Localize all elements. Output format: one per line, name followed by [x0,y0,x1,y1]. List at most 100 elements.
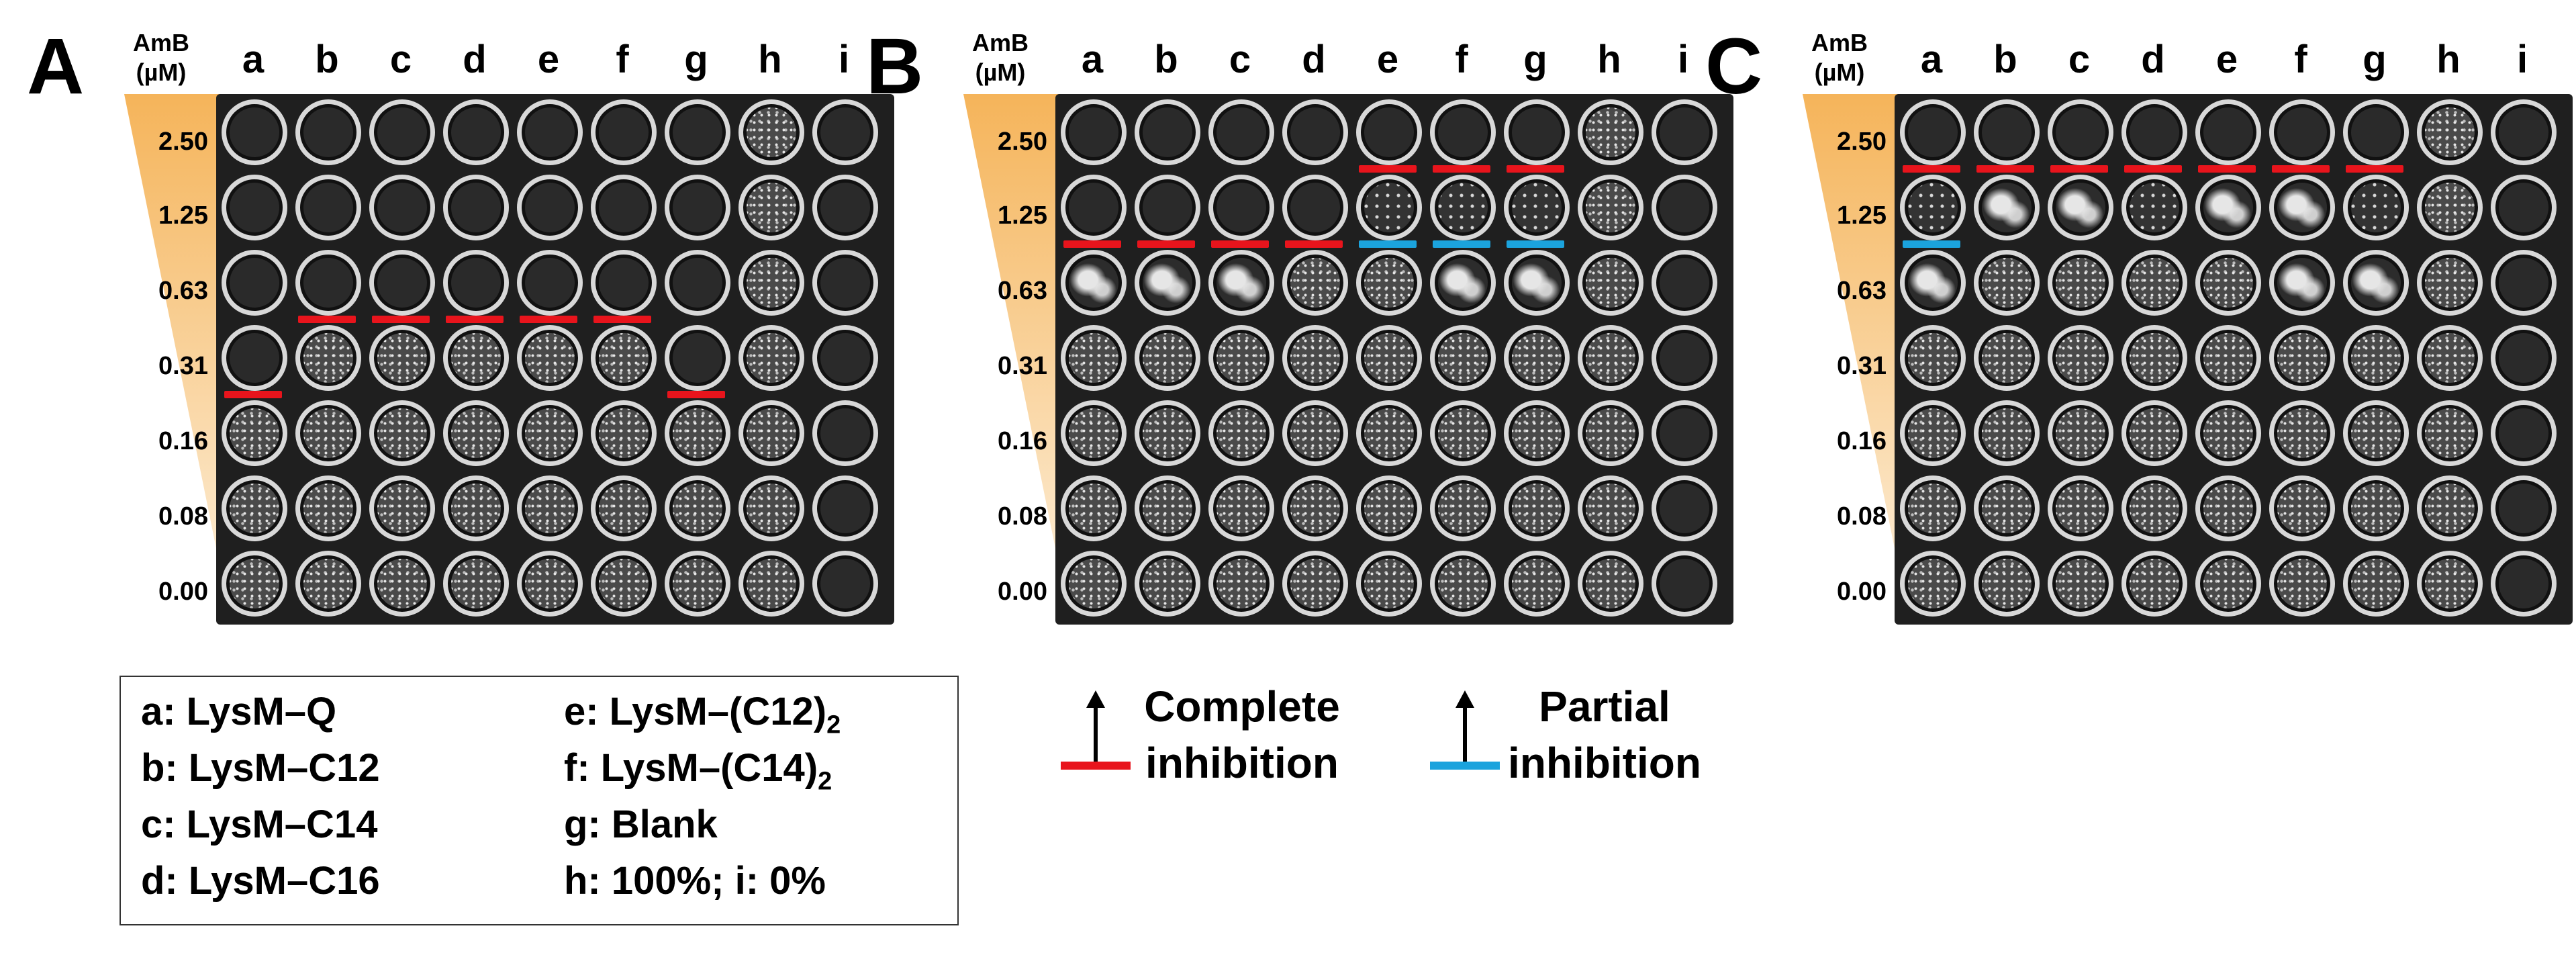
complete-inhibition-marker [446,316,504,323]
plate-well [2048,99,2113,165]
plate-well [2491,250,2557,316]
arrow-stem [1094,707,1098,762]
plate-well [591,250,657,316]
plate-well [2343,250,2409,316]
plate-well [1061,551,1127,617]
partial-inhibition-marker [1433,240,1490,248]
plate-well [1430,551,1496,617]
plate-well [1974,99,2040,165]
plate-well [738,475,804,541]
plate-well [1061,175,1127,240]
plate-well [1504,99,1570,165]
plate-well [591,325,657,391]
microplate-image [1055,94,1733,625]
plate-well [517,99,583,165]
plate-well [1578,475,1643,541]
complete-inhibition-marker [593,316,651,323]
plate-well [1578,99,1643,165]
microplate-image [216,94,894,625]
plate-well [1430,175,1496,240]
plate-well [1135,400,1200,466]
plate-well [1061,99,1127,165]
complete-inhibition-marker [1903,165,1960,173]
plate-well [443,99,509,165]
plate-well [812,475,878,541]
complete-inhibition-marker [2050,165,2108,173]
plate-well [1135,475,1200,541]
amb-axis-label: AmB(µM) [950,28,1051,87]
legend-item-g: g: Blank [564,803,718,846]
concentration-row-label: 0.16 [158,427,208,455]
column-label-e: e [1376,38,1399,81]
column-label-a: a [242,38,265,81]
plate-well [2195,400,2261,466]
complete-inhibition-marker [1211,240,1269,248]
plate-well [2195,99,2261,165]
microplate-image [1895,94,2573,625]
plate-well [443,175,509,240]
plate-well [738,551,804,617]
plate-well [1135,250,1200,316]
plate-well [665,175,730,240]
plate-well [1974,475,2040,541]
column-label-c: c [1229,38,1251,81]
concentration-gradient-wedge [1803,94,1910,625]
concentration-gradient-wedge [124,94,232,625]
plate-well [1504,400,1570,466]
legend-item-f: f: LysM–(C14)2 [564,746,832,796]
plate-well [1356,99,1422,165]
legend-item-a: a: LysM–Q [141,690,337,733]
plate-well [1900,99,1966,165]
plate-well [1652,175,1717,240]
plate-well [1282,475,1348,541]
complete-inhibition-marker [1063,240,1121,248]
plate-well [2121,400,2187,466]
plate-well [517,175,583,240]
complete-inhibition-marker [520,316,577,323]
plate-well [1900,475,1966,541]
plate-well [295,175,361,240]
column-label-b: b [1154,38,1178,81]
plate-well [369,99,435,165]
plate-well [369,175,435,240]
partial-inhibition-marker [1903,240,1960,248]
column-label-c: c [389,38,412,81]
plate-well [2343,175,2409,240]
plate-well [517,250,583,316]
concentration-gradient-wedge [963,94,1071,625]
complete-inhibition-marker [1976,165,2034,173]
plate-well [369,325,435,391]
column-label-f: f [1455,38,1468,81]
plate-well [1430,325,1496,391]
plate-well [1578,175,1643,240]
plate-well [222,400,287,466]
plate-well [443,400,509,466]
plate-well [2048,400,2113,466]
legend-item-b: b: LysM–C12 [141,746,380,790]
plate-well [1900,551,1966,617]
plate-well [1430,475,1496,541]
complete-inhibition-marker [1507,165,1564,173]
complete-inhibition-marker [2272,165,2330,173]
plate-well [2269,400,2335,466]
plate-well [2269,325,2335,391]
plate-well [1504,250,1570,316]
plate-well [1652,325,1717,391]
plate-well [591,400,657,466]
column-label-i: i [1677,38,1689,81]
plate-well [665,325,730,391]
plate-well [2048,250,2113,316]
plate-well [1208,475,1274,541]
plate-well [2269,99,2335,165]
amb-axis-label: AmB(µM) [111,28,211,87]
concentration-row-label: 0.31 [998,352,1047,380]
plate-well [369,475,435,541]
plate-well [1061,250,1127,316]
plate-well [443,250,509,316]
plate-well [2048,325,2113,391]
complete-inhibition-marker [372,316,430,323]
panel-letter: B [866,22,924,111]
plate-well [2491,99,2557,165]
plate-well [1135,99,1200,165]
plate-well [812,250,878,316]
